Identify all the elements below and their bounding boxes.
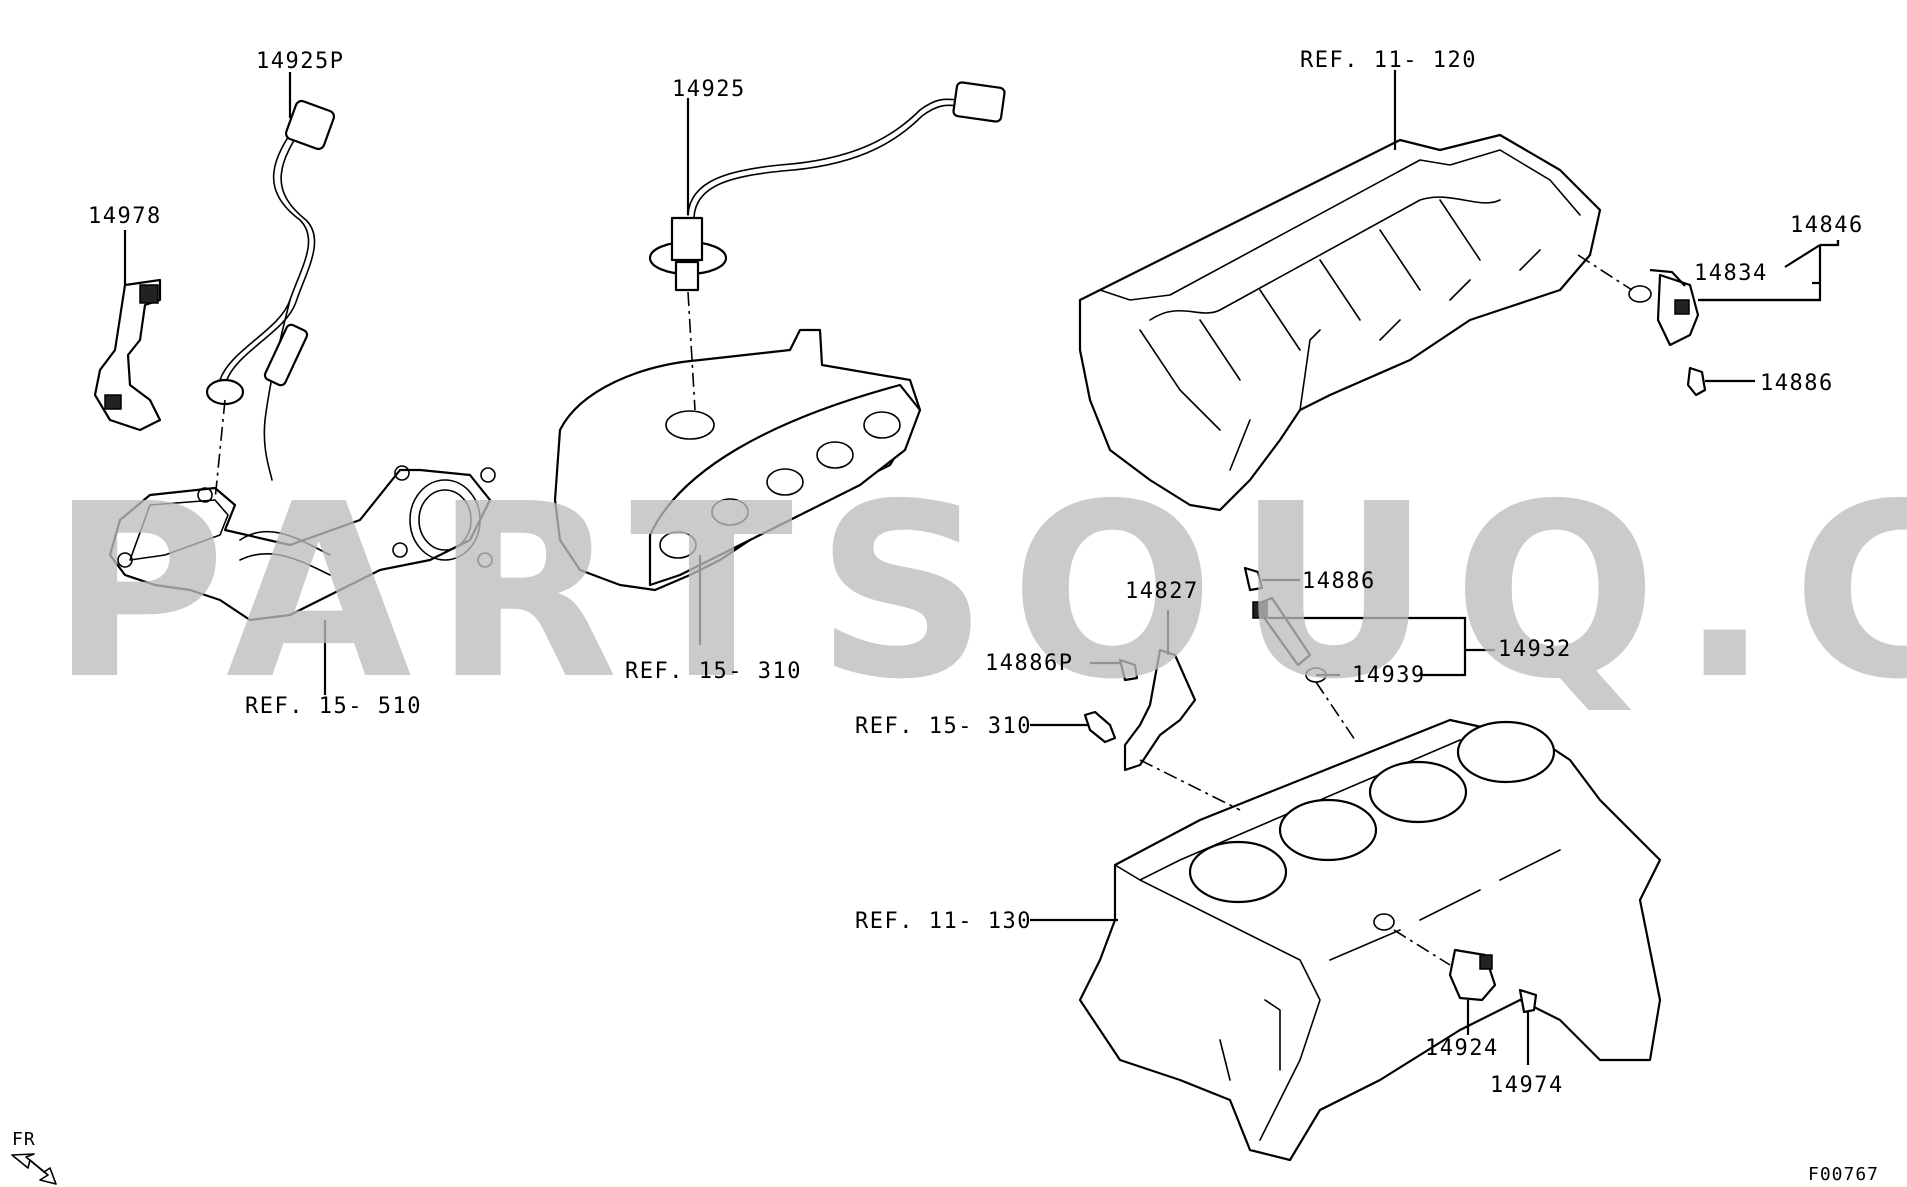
front-oxygen-sensor <box>648 81 1006 292</box>
label-ref-15-310-mid[interactable]: REF. 15- 310 <box>855 714 1032 739</box>
knock-sensor <box>1373 913 1538 1014</box>
label-ref-15-510[interactable]: REF. 15- 510 <box>245 694 422 719</box>
label-14886-mid[interactable]: 14886 <box>1302 569 1376 594</box>
front-orientation-marker: FR <box>11 1129 57 1185</box>
camshaft-position-sensor <box>1628 273 1707 397</box>
label-14886P[interactable]: 14886P <box>985 651 1073 676</box>
label-ref-15-310-top[interactable]: REF. 15- 310 <box>625 659 802 684</box>
label-14978[interactable]: 14978 <box>88 204 162 229</box>
label-14827[interactable]: 14827 <box>1125 579 1199 604</box>
leader-lines <box>123 70 1840 1065</box>
label-14846[interactable]: 14846 <box>1790 213 1864 238</box>
label-14925P[interactable]: 14925P <box>256 49 344 74</box>
label-14974[interactable]: 14974 <box>1490 1073 1564 1098</box>
rear-oxygen-sensor-harness <box>205 99 336 481</box>
label-14939[interactable]: 14939 <box>1352 663 1426 688</box>
label-14932[interactable]: 14932 <box>1498 637 1572 662</box>
label-ref-11-130[interactable]: REF. 11- 130 <box>855 909 1032 934</box>
label-14925[interactable]: 14925 <box>672 77 746 102</box>
cylinder-head <box>1078 133 1602 512</box>
assembly-centerlines <box>214 254 1633 966</box>
label-14924[interactable]: 14924 <box>1425 1036 1499 1061</box>
front-exhaust-pipe <box>108 465 496 622</box>
front-arrow-icon <box>11 1153 57 1185</box>
label-ref-11-120[interactable]: REF. 11- 120 <box>1300 48 1477 73</box>
cylinder-block <box>1078 718 1662 1162</box>
partsouq-watermark: PARTSOUQ.COM <box>50 452 1907 732</box>
figure-code: F00767 <box>1808 1164 1879 1185</box>
label-14886-top[interactable]: 14886 <box>1760 371 1834 396</box>
orientation-label: FR <box>12 1129 36 1150</box>
harness-bracket <box>93 278 162 432</box>
part-labels: 14925P 14925 14978 REF. 11- 120 14846 14… <box>88 48 1864 1098</box>
crankshaft-position-sensor <box>1243 566 1327 683</box>
exhaust-manifold <box>553 328 922 592</box>
label-14834[interactable]: 14834 <box>1694 261 1768 286</box>
sensor-bracket <box>1083 648 1197 772</box>
